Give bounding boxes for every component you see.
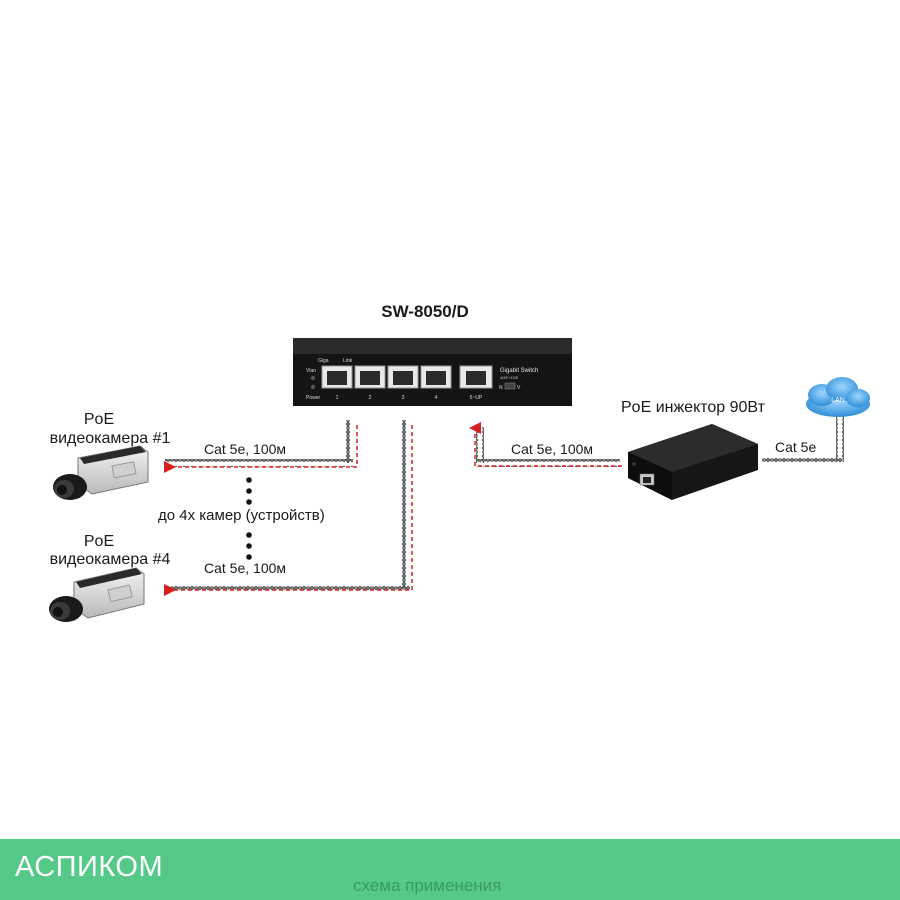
switch-model-label: SW-8050/D	[381, 302, 469, 321]
switch-brand-line2: 4GE+1GE	[500, 375, 519, 380]
camera-icon	[49, 567, 145, 622]
switch-brand-line1: Gigabit Switch	[500, 368, 538, 374]
footer-caption: схема применения	[353, 876, 502, 895]
port-number-1: 1	[336, 395, 339, 401]
brand-logo-text: АСПИКОМ	[15, 851, 164, 883]
camera-4-label-line2: видеокамера #4	[50, 551, 171, 568]
switch-power-label: Power	[306, 395, 321, 401]
cloud-icon	[806, 377, 870, 417]
switch-link-label: Link	[343, 358, 353, 364]
switch-vlan-label: Vlan	[306, 368, 316, 374]
cable-label-camera-4: Cat 5e, 100м	[204, 560, 286, 576]
cable-uplink	[476, 459, 620, 467]
footer-bar: АСПИКОМ схема применения	[0, 839, 900, 900]
switch-device: Vlan Giga Link Power 1 2 3 4 5~UP Gigabi…	[293, 338, 572, 406]
cable-label-uplink: Cat 5e, 100м	[511, 441, 593, 457]
power-line-camera-1	[164, 425, 358, 473]
cable-camera-4	[165, 584, 410, 592]
cable-label-camera-1: Cat 5e, 100м	[204, 441, 286, 457]
switch-v-label: V	[517, 385, 521, 391]
cameras-note: до 4х камер (устройств)	[158, 507, 325, 524]
switch-n-label: N	[499, 385, 503, 391]
power-line-camera-4	[164, 425, 413, 596]
power-line-uplink	[469, 422, 622, 467]
cable-camera-1	[165, 459, 353, 467]
port-number-3: 3	[402, 395, 405, 401]
camera-1-label-line2: видеокамера #1	[50, 430, 171, 447]
cable-label-lan: Cat 5e	[775, 439, 816, 455]
poe-injector-device	[628, 424, 758, 500]
cable-vertical-port1	[345, 420, 353, 463]
switch-port-group	[321, 365, 493, 389]
port-number-uplink: 5~UP	[470, 395, 483, 401]
network-diagram: SW-8050/D Vlan Giga Link Power 1 2 3 4 5…	[49, 302, 870, 622]
cable-vertical-port3	[402, 420, 410, 588]
cable-lan	[762, 455, 842, 463]
switch-toggle	[504, 382, 516, 390]
ellipsis-dots	[246, 477, 252, 560]
port-number-2: 2	[369, 395, 372, 401]
cable-vertical-uplink	[476, 427, 484, 463]
camera-1-label-line1: PoE	[84, 411, 114, 428]
camera-4-label-line1: PoE	[84, 533, 114, 550]
switch-giga-label: Giga	[318, 358, 329, 364]
switch-led	[310, 384, 316, 390]
switch-led	[310, 375, 316, 381]
camera-icon	[53, 445, 149, 500]
port-number-4: 4	[435, 395, 438, 401]
cable-lan-vertical	[836, 410, 844, 462]
cloud-label: LAN	[831, 397, 845, 404]
injector-label: PoE инжектор 90Вт	[621, 399, 766, 416]
